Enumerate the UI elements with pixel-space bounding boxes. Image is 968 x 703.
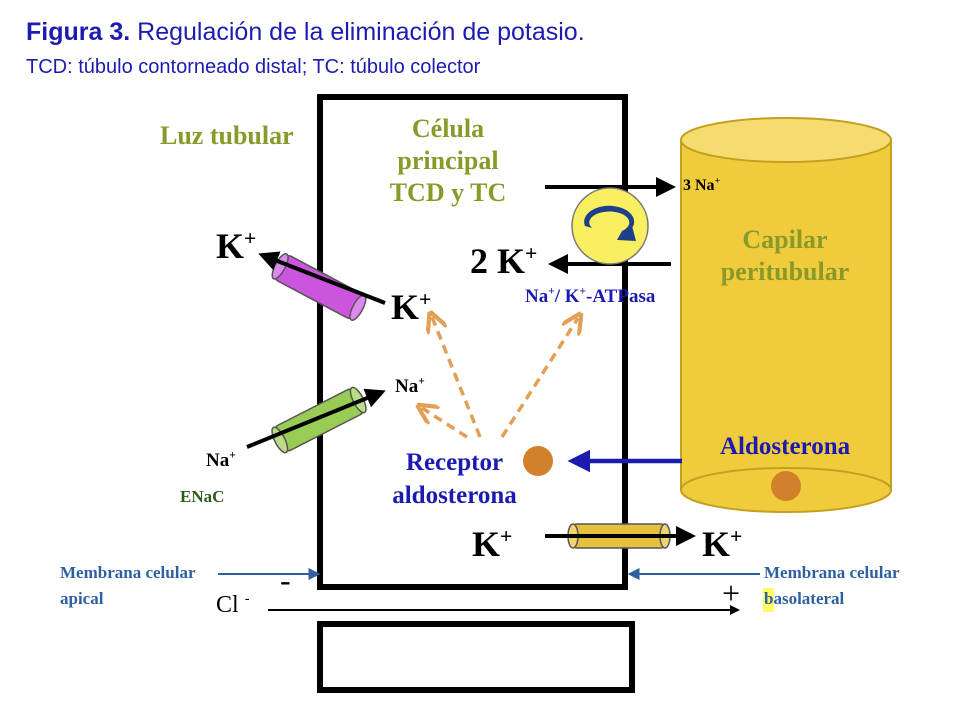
figure-label: Figura 3. — [26, 18, 131, 46]
k-cell-label: K+ — [391, 287, 432, 327]
cell-label: Célula principal TCD y TC — [389, 114, 507, 207]
k-lumen-label: K+ — [216, 226, 257, 266]
aldosterone-receptor-dot — [523, 446, 553, 476]
cl-label: Cl - — [216, 591, 250, 618]
k-secretion-arrow — [258, 251, 386, 305]
three-na-label: 3 Na+ — [683, 175, 721, 194]
lumen-label: Luz tubular — [160, 121, 294, 150]
figure-title-text: Regulación de la eliminación de potasio. — [137, 18, 585, 46]
na-k-atpase-pump — [571, 187, 649, 265]
k-bottom-right-label: K+ — [702, 524, 743, 564]
receptor-label: Receptor aldosterona — [392, 449, 517, 509]
adjacent-cell-box — [317, 621, 635, 693]
two-k-label: 2 K+ — [470, 241, 538, 281]
text-highlight — [763, 588, 774, 612]
capillary-label: Capilar peritubular — [720, 225, 850, 286]
enac-label: ENaC — [180, 487, 225, 506]
na-cell-label: Na+ — [395, 375, 425, 397]
plus-sign: + — [722, 575, 741, 611]
apical-membrane-label: Membrana celular apical — [60, 563, 196, 608]
dashed-arrow-to-k — [432, 317, 482, 438]
figure-title: Figura 3. Regulación de la eliminación d… — [26, 18, 585, 47]
minus-sign: - — [280, 562, 291, 598]
dashed-arrow-to-atpase — [500, 318, 578, 438]
na-reabsorption-arrow — [246, 388, 386, 449]
k-bottom-left-label: K+ — [472, 524, 513, 564]
figure-subtitle: TCD: túbulo contorneado distal; TC: túbu… — [26, 56, 481, 78]
aldosterone-molecule — [771, 471, 801, 501]
basolateral-membrane-label: Membrana celular basolateral — [764, 563, 900, 608]
atpase-label: Na+/ K+-ATPasa — [525, 285, 656, 307]
aldosterone-label: Aldosterona — [720, 433, 851, 460]
na-lumen-label: Na+ — [206, 449, 236, 471]
dashed-arrow-to-na — [422, 408, 468, 439]
capillary-cylinder — [680, 117, 892, 513]
principal-cell-box — [317, 94, 628, 590]
